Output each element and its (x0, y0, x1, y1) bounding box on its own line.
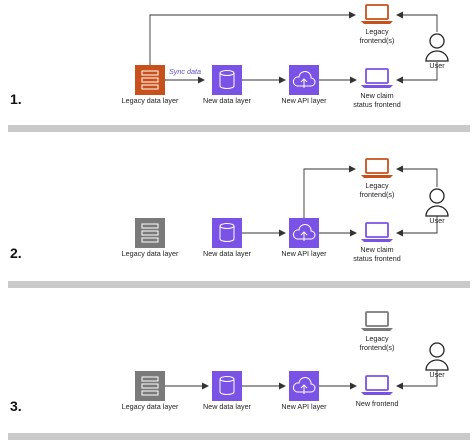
connector-api-to-legacy-frontend (303, 165, 356, 218)
legacy-data-layer-label: Legacy data layer (122, 249, 179, 258)
stage-number: 1. (10, 91, 22, 107)
legacy-frontend-label-line1: Legacy (365, 181, 389, 190)
new-data-layer-label: New data layer (203, 402, 252, 411)
new-api-layer: New API layer (281, 371, 327, 411)
legacy-frontend: Legacy frontend(s) (360, 311, 395, 352)
laptop-icon (361, 375, 393, 395)
connector-user-to-legacy-frontend (396, 11, 438, 32)
new-claim-status-frontend: New claim status frontend (353, 222, 401, 263)
connector-legacy-data-to-legacy-frontend (149, 11, 356, 65)
person-icon (425, 342, 449, 371)
connector-user-to-legacy-frontend (396, 165, 438, 187)
new-data-layer: New data layer (203, 65, 252, 105)
database-cylinder-icon (212, 65, 242, 95)
stage-divider (8, 433, 470, 440)
legacy-data-layer-label: Legacy data layer (122, 96, 179, 105)
new-frontend: New frontend (356, 375, 399, 408)
laptop-icon (361, 158, 393, 178)
user-label: User (429, 370, 445, 379)
laptop-icon (361, 222, 393, 242)
new-claim-status-frontend: New claim status frontend (353, 68, 401, 109)
new-frontend-label: New frontend (356, 399, 399, 408)
new-data-layer: New data layer (203, 218, 252, 258)
user: User (425, 33, 449, 70)
person-icon (425, 33, 449, 62)
sync-label: Sync data (169, 67, 201, 76)
new-data-layer: New data layer (203, 371, 252, 411)
person-icon (425, 188, 449, 217)
legacy-frontend-label-line2: frontend(s) (360, 36, 395, 45)
server-stack-icon (135, 218, 165, 248)
connector-user-to-new-frontend (396, 370, 438, 390)
stage-3: 3. Legacy data layer New data layer New … (10, 311, 449, 414)
new-frontend-label-line1: New claim (360, 245, 393, 254)
laptop-icon (361, 311, 393, 331)
laptop-icon (361, 68, 393, 88)
new-frontend-label-line2: status frontend (353, 100, 401, 109)
legacy-frontend-label-line2: frontend(s) (360, 190, 395, 199)
new-api-layer: New API layer (281, 65, 327, 105)
connector-user-to-new-frontend (396, 62, 438, 84)
stage-2: 2. Legacy data layer New data layer New … (10, 158, 449, 263)
new-api-layer-label: New API layer (281, 249, 327, 258)
server-stack-icon (135, 65, 165, 95)
stage-divider (8, 125, 470, 132)
connector-user-to-new-frontend (396, 216, 438, 237)
user: User (425, 342, 449, 379)
user-label: User (429, 61, 445, 70)
new-api-layer: New API layer (281, 218, 327, 258)
legacy-data-layer-label: Legacy data layer (122, 402, 179, 411)
legacy-frontend-label-line2: frontend(s) (360, 343, 395, 352)
legacy-data-layer: Legacy data layer (122, 65, 179, 105)
server-stack-icon (135, 371, 165, 401)
laptop-icon (361, 4, 393, 24)
user: User (425, 188, 449, 225)
database-cylinder-icon (212, 371, 242, 401)
stage-1: 1. Sync data Legacy data layer New data … (10, 4, 449, 109)
stage-divider (8, 281, 470, 288)
legacy-frontend-label-line1: Legacy (365, 334, 389, 343)
new-api-layer-label: New API layer (281, 96, 327, 105)
legacy-data-layer: Legacy data layer (122, 218, 179, 258)
user-label: User (429, 216, 445, 225)
new-data-layer-label: New data layer (203, 96, 252, 105)
new-api-layer-label: New API layer (281, 402, 327, 411)
database-cylinder-icon (212, 218, 242, 248)
stage-number: 2. (10, 245, 22, 261)
stage-number: 3. (10, 398, 22, 414)
new-frontend-label-line2: status frontend (353, 254, 401, 263)
legacy-frontend: Legacy frontend(s) (360, 158, 395, 199)
new-frontend-label-line1: New claim (360, 91, 393, 100)
legacy-data-layer: Legacy data layer (122, 371, 179, 411)
legacy-frontend-label-line1: Legacy (365, 27, 389, 36)
new-data-layer-label: New data layer (203, 249, 252, 258)
legacy-frontend: Legacy frontend(s) (360, 4, 395, 45)
